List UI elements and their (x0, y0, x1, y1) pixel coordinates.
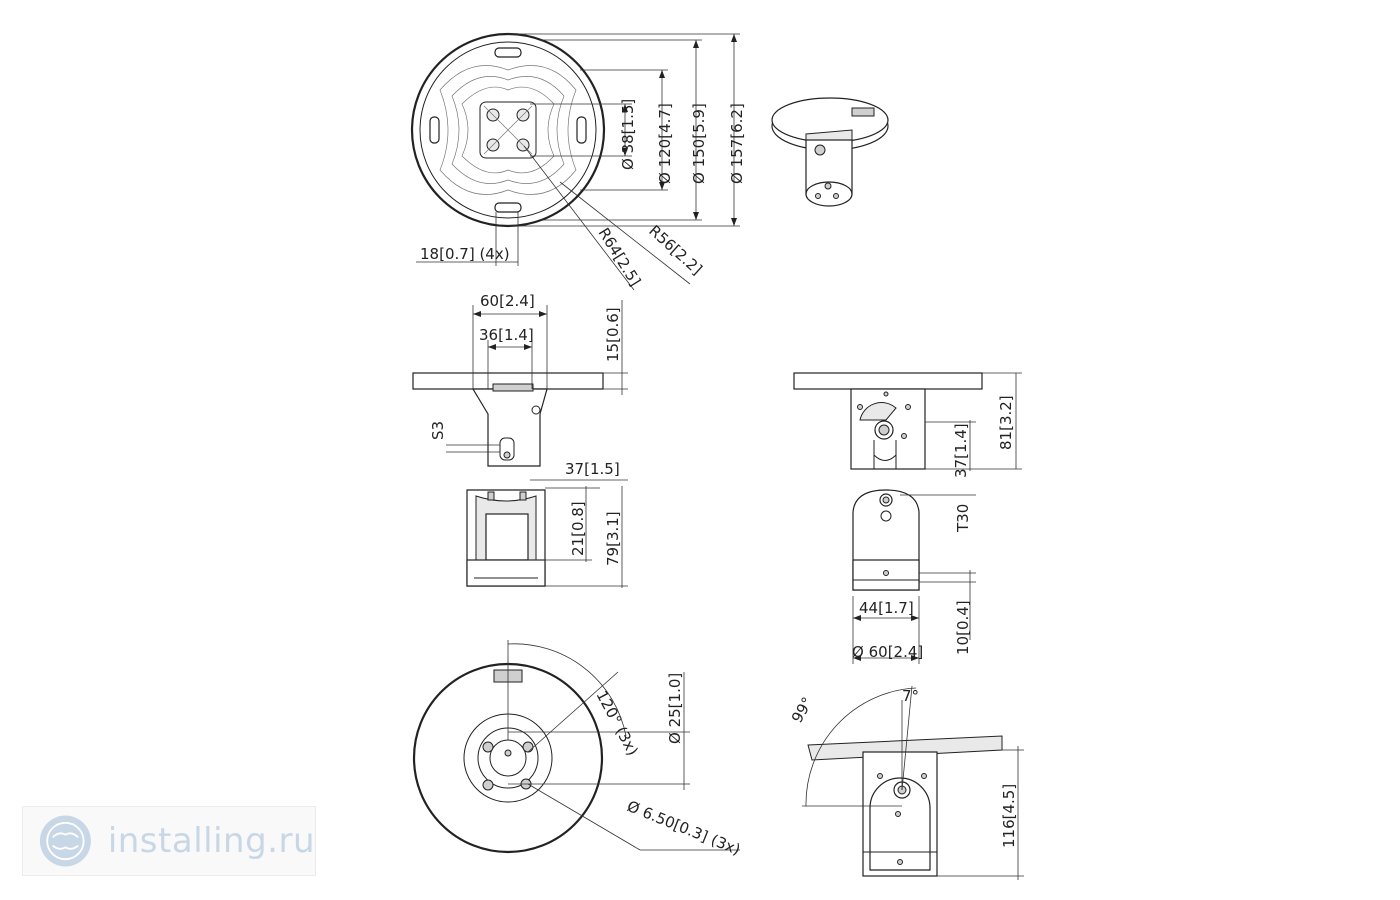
svg-text:116[4.5]: 116[4.5] (1000, 784, 1018, 848)
svg-text:R56[2.2]: R56[2.2] (645, 222, 705, 279)
svg-text:7°: 7° (902, 687, 919, 705)
tilt-view-labels: 99° 7° 116[4.5] (788, 687, 1018, 848)
svg-text:Ø 6.50[0.3] (3x): Ø 6.50[0.3] (3x) (625, 797, 743, 859)
svg-text:18[0.7] (4x): 18[0.7] (4x) (420, 245, 510, 263)
svg-text:Ø 150[5.9]: Ø 150[5.9] (690, 103, 708, 184)
front-view-lower (466, 479, 628, 588)
front-view-lower-labels: 37[1.5] 21[0.8] 79[3.1] (565, 460, 622, 566)
svg-text:37[1.4]: 37[1.4] (952, 423, 970, 478)
globe-logo-icon (39, 815, 91, 867)
front-view-upper-labels: 60[2.4] 36[1.4] 15[0.6] S3 (429, 292, 622, 440)
watermark-text: installing.ru (107, 821, 315, 861)
svg-text:T30: T30 (954, 504, 972, 533)
svg-text:S3: S3 (429, 421, 447, 440)
svg-text:21[0.8]: 21[0.8] (569, 501, 587, 556)
watermark: installing.ru (22, 806, 316, 876)
svg-text:Ø 120[4.7]: Ø 120[4.7] (656, 103, 674, 184)
side-view-lower (852, 489, 976, 664)
top-view (410, 32, 740, 291)
side-view-upper (793, 372, 1022, 471)
svg-text:Ø 25[1.0]: Ø 25[1.0] (666, 673, 684, 744)
svg-text:Ø 60[2.4]: Ø 60[2.4] (852, 643, 923, 661)
side-view-upper-labels: 81[3.2] 37[1.4] (952, 395, 1015, 478)
svg-text:15[0.6]: 15[0.6] (604, 307, 622, 362)
tilt-view (802, 685, 1024, 880)
svg-text:Ø 38[1.5]: Ø 38[1.5] (619, 99, 637, 170)
svg-text:10[0.4]: 10[0.4] (954, 600, 972, 655)
svg-text:36[1.4]: 36[1.4] (479, 326, 534, 344)
svg-text:120° (3x): 120° (3x) (592, 687, 641, 758)
bottom-view (412, 640, 740, 854)
svg-text:37[1.5]: 37[1.5] (565, 460, 620, 478)
svg-text:60[2.4]: 60[2.4] (480, 292, 535, 310)
isometric-view (771, 97, 889, 207)
front-view-upper (412, 300, 628, 467)
svg-text:Ø 157[6.2]: Ø 157[6.2] (728, 103, 746, 184)
svg-text:79[3.1]: 79[3.1] (604, 511, 622, 566)
svg-text:81[3.2]: 81[3.2] (997, 395, 1015, 450)
side-view-lower-labels: T30 44[1.7] 10[0.4] Ø 60[2.4] (852, 504, 972, 661)
bottom-view-labels: 120° (3x) Ø 25[1.0] Ø 6.50[0.3] (3x) (592, 673, 742, 859)
svg-text:99°: 99° (788, 694, 817, 726)
svg-text:44[1.7]: 44[1.7] (859, 599, 914, 617)
svg-text:R64[2.5]: R64[2.5] (595, 225, 645, 290)
